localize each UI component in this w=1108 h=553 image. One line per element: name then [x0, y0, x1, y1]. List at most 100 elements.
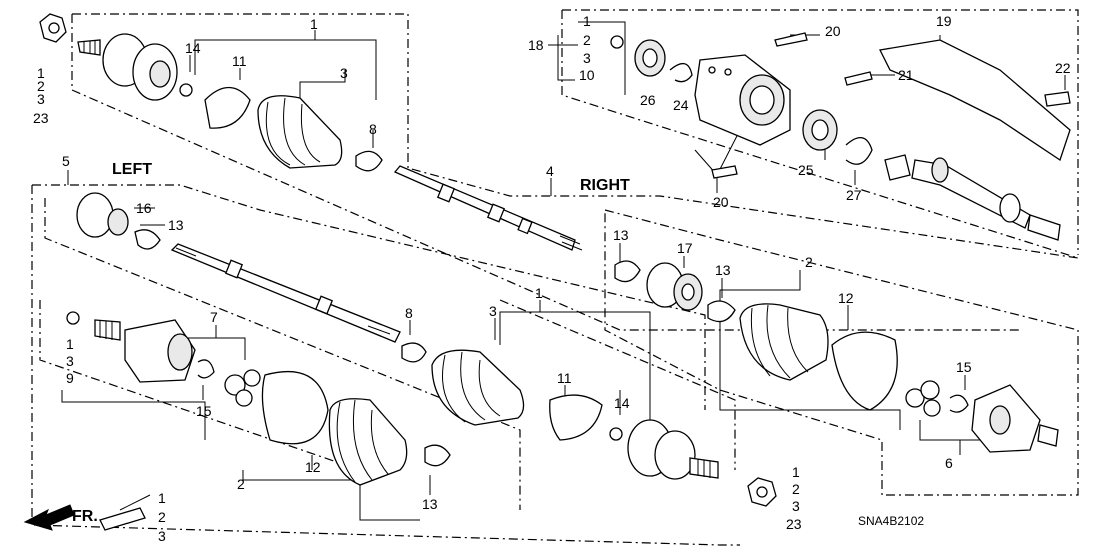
callout: 1 — [583, 13, 591, 29]
callout: 1 — [792, 464, 800, 480]
boot-band-13-right — [614, 260, 641, 283]
inner-joint-housing-right — [971, 384, 1059, 453]
boot-3-left — [328, 398, 408, 486]
hub-nut-top — [39, 13, 67, 43]
assembly-outline-left-inner — [44, 198, 521, 510]
outer-cv-joint-left — [627, 419, 719, 480]
callout: 2 — [237, 476, 245, 492]
front-arrow-icon — [23, 504, 75, 531]
callout: 2 — [37, 78, 45, 94]
heat-shield-19 — [879, 39, 1071, 162]
callout: 3 — [37, 91, 45, 107]
boot-band-13-left — [424, 444, 451, 467]
callout: 1 — [158, 490, 166, 506]
intermediate-shaft-left — [170, 243, 401, 343]
callout: 23 — [33, 110, 49, 126]
callout: 11 — [232, 53, 247, 69]
boot-2-right — [739, 303, 829, 381]
callout: 12 — [838, 290, 854, 306]
callout: 25 — [798, 162, 814, 178]
front-indicator-label: FR. — [72, 508, 98, 525]
callout: 11 — [557, 370, 572, 386]
callout: 13 — [168, 217, 184, 233]
callout: 15 — [956, 359, 972, 375]
assembly-outline-upper — [72, 13, 1079, 259]
boot-band-11-left — [549, 394, 603, 441]
callout: 8 — [405, 305, 413, 321]
callout: 3 — [158, 528, 166, 544]
section-label-left: LEFT — [112, 161, 152, 178]
callout: 20 — [825, 23, 841, 39]
callout: 20 — [713, 194, 729, 210]
boot-band-12-left — [261, 370, 329, 445]
callout: 13 — [422, 496, 438, 512]
tripod-joint-right — [905, 380, 941, 417]
callout: 3 — [792, 498, 800, 514]
callout: 22 — [1055, 60, 1071, 76]
boot-band-13-left-top — [134, 229, 161, 250]
boot-band-11-upper — [204, 86, 251, 129]
callout-numbers: 1 14 11 3 8 1 2 3 23 18 1 2 3 10 26 24 2… — [33, 13, 1071, 544]
inner-joint-housing-left — [94, 319, 196, 383]
callout: 2 — [158, 509, 166, 525]
callout: 1 — [535, 285, 543, 301]
callout: 4 — [546, 163, 554, 179]
callout: 10 — [579, 67, 595, 83]
callout: 13 — [715, 262, 731, 278]
boot-band-13-right-2 — [707, 300, 736, 323]
callout: 27 — [846, 187, 862, 203]
callout: 17 — [677, 240, 693, 256]
assembly-outline-left-bottom — [39, 299, 736, 471]
boot-band-8-left — [401, 342, 427, 363]
right-inner-shaft — [884, 154, 1061, 241]
dynamic-damper-17 — [646, 262, 703, 311]
callout: 1 — [37, 65, 45, 81]
callout: 26 — [640, 92, 656, 108]
callout: 15 — [196, 403, 212, 419]
circlip-24 — [669, 63, 693, 83]
callout: 3 — [66, 353, 74, 369]
bolt-22 — [1044, 91, 1071, 107]
bearing-carrier-bracket — [694, 54, 791, 146]
assembly-outline-right-shaft — [604, 209, 1079, 496]
grease-packet — [99, 507, 146, 531]
tripod-joint-left — [224, 369, 261, 407]
callout: 6 — [945, 455, 953, 471]
callout: 2 — [792, 481, 800, 497]
bolt-20-lower — [711, 165, 738, 179]
callout: 23 — [786, 516, 802, 532]
bolt-21 — [844, 71, 873, 86]
diagram-code: SNA4B2102 — [858, 514, 924, 528]
bearing-25 — [802, 109, 838, 151]
callout: 3 — [489, 303, 497, 319]
bearing-26 — [634, 39, 666, 77]
callout: 3 — [583, 50, 591, 66]
section-label-right: RIGHT — [580, 177, 630, 194]
callout: 3 — [340, 65, 348, 81]
callout: 5 — [62, 153, 70, 169]
callout: 24 — [673, 97, 689, 113]
assembly-outline-left — [31, 184, 740, 546]
circlip-27 — [845, 137, 873, 165]
boot-band-8-upper — [355, 150, 383, 172]
callout: 2 — [805, 254, 813, 270]
callout: 9 — [66, 370, 74, 386]
callout: 1 — [66, 336, 74, 352]
outer-cv-joint-upper — [77, 33, 178, 101]
intermediate-shaft-upper — [393, 165, 583, 251]
callout: 12 — [305, 459, 321, 475]
circlip-15-right — [949, 394, 969, 413]
assembly-outline-right-bracket — [561, 9, 1079, 259]
callout: 18 — [528, 37, 544, 53]
bolt-20-upper — [774, 32, 808, 47]
boot-band-12-right — [831, 331, 898, 411]
dynamic-damper-16 — [76, 192, 129, 238]
callout: 14 — [185, 40, 201, 56]
boot-3-middle — [431, 349, 525, 426]
callout: 19 — [936, 13, 952, 29]
callout: 8 — [369, 121, 377, 137]
circlip-small-18 — [610, 35, 624, 49]
callout: 1 — [310, 16, 318, 32]
